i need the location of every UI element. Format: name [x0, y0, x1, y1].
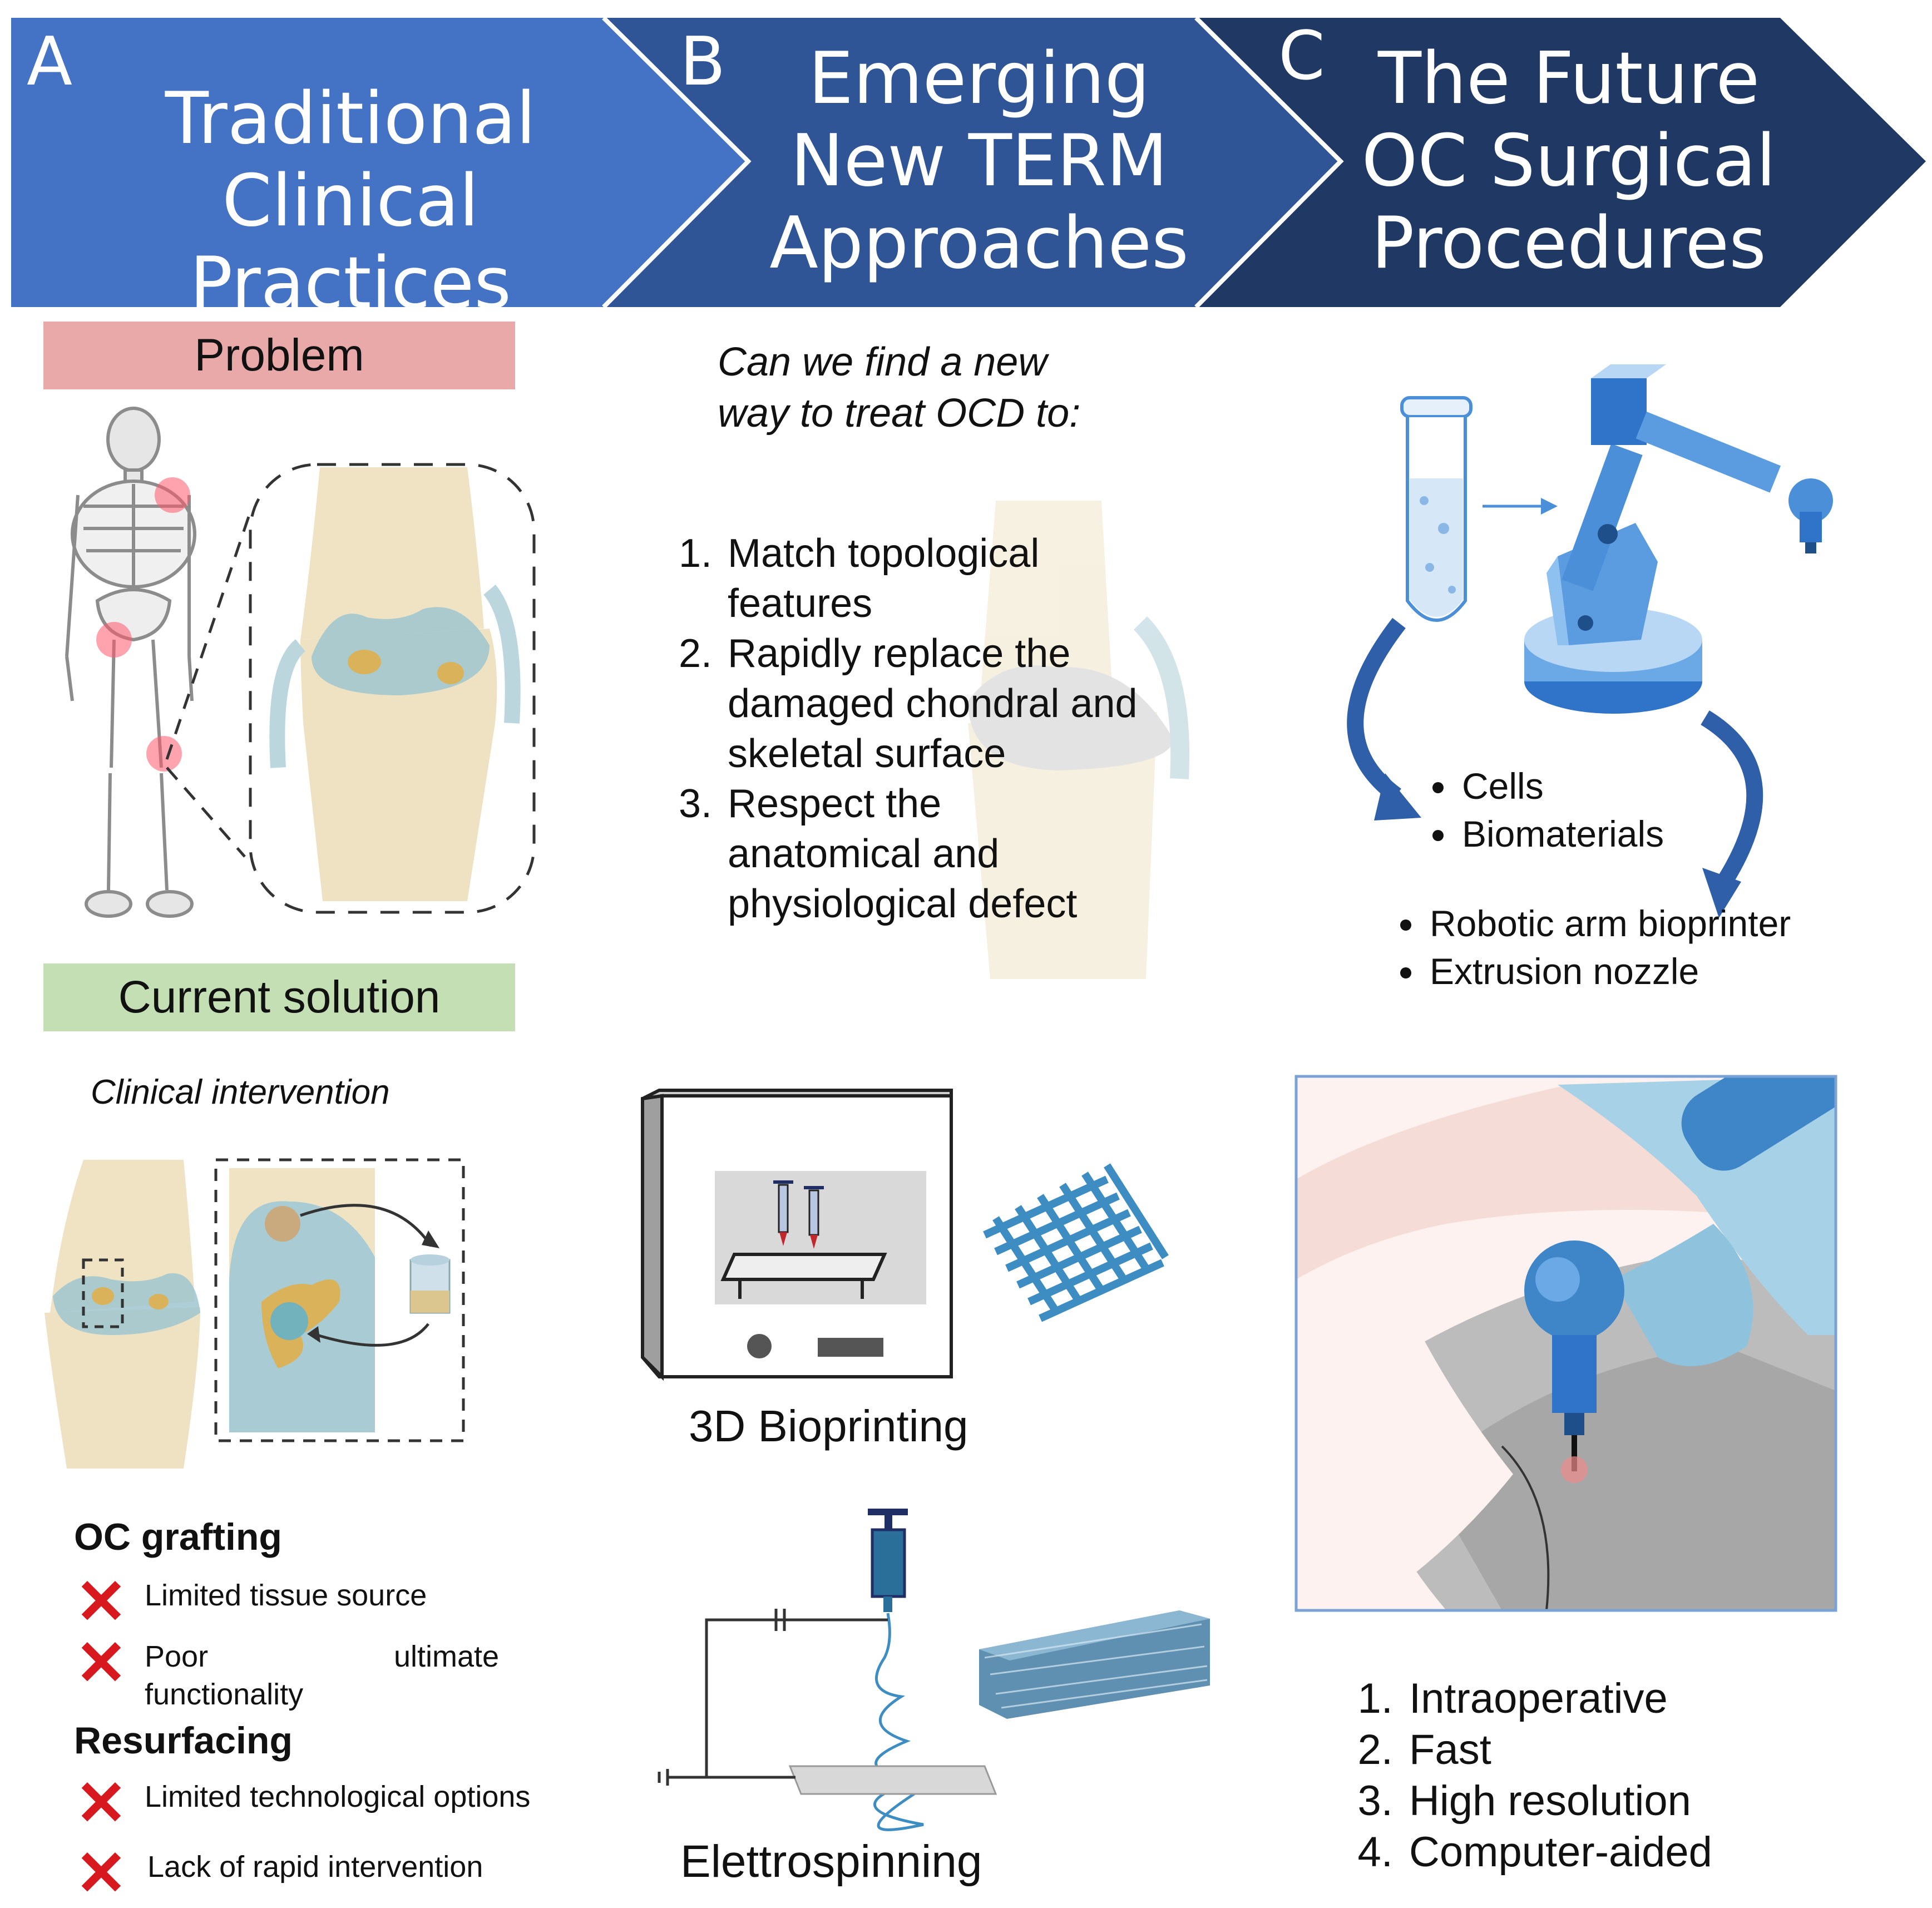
scaffold-lattice-icon [983, 1163, 1169, 1322]
problem-label: Problem [43, 322, 515, 389]
x-mark-icon: ✕ [75, 1567, 127, 1637]
robotic-arm-icon [1524, 364, 1833, 714]
panel-b-title: Emerging New TERM Approaches [769, 37, 1189, 285]
oc-grafting-heading: OC grafting [74, 1516, 282, 1558]
knee-graft-icon [45, 1160, 200, 1469]
knee-background-icon [968, 501, 1190, 979]
oc-grafting-item-2b: ultimate [394, 1640, 500, 1673]
feature-item-4: Computer-aided [1405, 1827, 1905, 1878]
bioprinting-label: 3D Bioprinting [689, 1401, 969, 1451]
material-item-2: Biomaterials [1459, 810, 1770, 858]
question-line-2: way to treat OCD to: [718, 391, 1081, 436]
feature-item-3: High resolution [1405, 1776, 1905, 1827]
feature-item-2: Fast [1405, 1724, 1905, 1776]
goal-item-1: Match topological features [723, 528, 1146, 629]
oc-grafting-item-2a: Poor [145, 1640, 209, 1673]
oc-grafting-item-1: Limited tissue source [145, 1579, 427, 1612]
panel-a-title: Traditional Clinical Practices [165, 77, 536, 325]
test-tube-icon [1400, 396, 1473, 622]
oc-grafting-item-2c: functionality [145, 1678, 304, 1711]
question-line-1: Can we find a new [718, 340, 1047, 384]
chevron-c [1196, 18, 1926, 307]
goal-item-2: Rapidly replace the damaged chondral and… [723, 629, 1146, 779]
goals-list: Match topological features Rapidly repla… [673, 528, 1146, 929]
materials-list: Cells Biomaterials [1424, 762, 1770, 858]
features-list: Intraoperative Fast High resolution Comp… [1352, 1673, 1905, 1878]
nanofiber-mat-icon [979, 1610, 1210, 1719]
x-mark-icon: ✕ [75, 1838, 127, 1908]
x-mark-icon: ✕ [75, 1628, 127, 1698]
x-mark-icon: ✕ [75, 1768, 127, 1838]
panel-c-letter: C [1278, 18, 1325, 95]
hardware-item-2: Extrusion nozzle [1426, 947, 1827, 995]
chevron-b [604, 18, 1341, 307]
resurfacing-item-1: Limited technological options [145, 1780, 531, 1813]
panel-c-title: The Future OC Surgical Procedures [1361, 37, 1776, 285]
knee-joint-icon [269, 467, 521, 901]
resurfacing-heading: Resurfacing [74, 1719, 293, 1762]
clinical-intervention-label: Clinical intervention [91, 1073, 390, 1111]
electrospinning-setup-icon [658, 1509, 997, 1831]
material-item-1: Cells [1459, 762, 1770, 810]
feature-item-1: Intraoperative [1405, 1673, 1905, 1724]
resurfacing-item-2: Lack of rapid intervention [147, 1850, 483, 1884]
goal-item-3: Respect the anatomical and physiological… [723, 779, 1146, 929]
hardware-list: Robotic arm bioprinter Extrusion nozzle [1392, 899, 1827, 995]
graft-detail-icon [229, 1168, 451, 1432]
panel-a-letter: A [27, 23, 73, 101]
panel-b-letter: B [680, 23, 726, 101]
hardware-item-1: Robotic arm bioprinter [1426, 899, 1827, 947]
bioprinter-icon [641, 1089, 953, 1381]
chevron-a [11, 18, 748, 307]
current-solution-label: Current solution [43, 963, 515, 1031]
electrospinning-label: Elettrospinning [680, 1836, 982, 1887]
